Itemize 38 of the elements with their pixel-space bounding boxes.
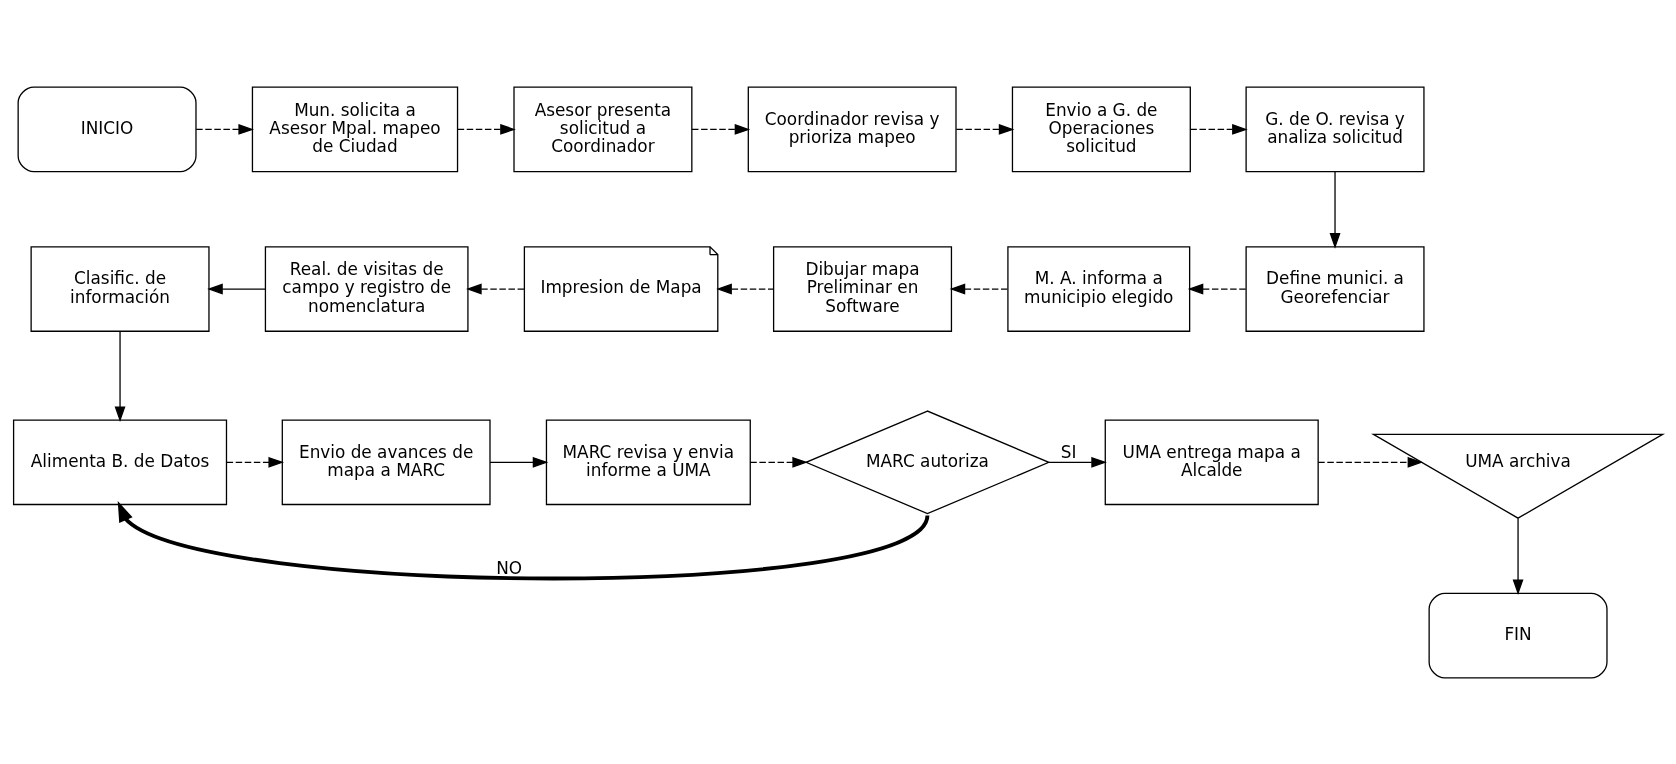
arrow (114, 330, 126, 422)
arrow (1317, 456, 1424, 468)
arrow (955, 123, 1015, 135)
arrow (1048, 456, 1107, 468)
edge-label: SI (1060, 441, 1077, 462)
arrow (1512, 517, 1524, 595)
node-box: Envio de avances de mapa a MARC (281, 419, 491, 505)
node-box: Alimenta B. de Datos (12, 419, 228, 505)
node-box: MARC revisa y envia informe a UMA (545, 419, 751, 505)
arrow (1329, 170, 1341, 249)
node-box: Mun. solicita a Asesor Mpal. mapeo de Ciudad (251, 86, 459, 172)
node-box: Define munici. a Georefenciar (1245, 245, 1425, 332)
node-box: G. de O. revisa y analiza solicitud (1245, 86, 1425, 172)
arrow (117, 500, 929, 580)
arrow (457, 123, 516, 135)
node-box: Coordinador revisa y prioriza mapeo (747, 86, 957, 172)
node-box: M. A. informa a municipio elegido (1007, 245, 1191, 332)
node-box: FIN (1428, 592, 1608, 678)
arrow (466, 283, 525, 294)
arrow (949, 283, 1008, 294)
arrow (195, 123, 254, 135)
node-box: Clasific. de información (30, 245, 210, 332)
arrow (207, 283, 266, 294)
node-box: Asesor presenta solicitud a Coordinador (513, 86, 693, 172)
node-box: Envio a G. de Operaciones solicitud (1011, 86, 1191, 172)
arrow (225, 456, 285, 468)
arrow (749, 456, 808, 468)
arrow (489, 456, 549, 468)
edge-label: NO (496, 557, 523, 578)
arrow (716, 283, 775, 294)
node-diamond: MARC autoriza (804, 409, 1051, 514)
node-box: UMA entrega mapa a Alcalde (1104, 419, 1319, 505)
node-box: Real. de visitas de campo y registro de nomenclatura (264, 245, 469, 332)
arrow (691, 123, 751, 135)
node-box: INICIO (17, 86, 197, 172)
arrow (1189, 123, 1248, 135)
node-box: Dibujar mapa Preliminar en Software (772, 245, 953, 332)
arrow (1187, 283, 1247, 294)
